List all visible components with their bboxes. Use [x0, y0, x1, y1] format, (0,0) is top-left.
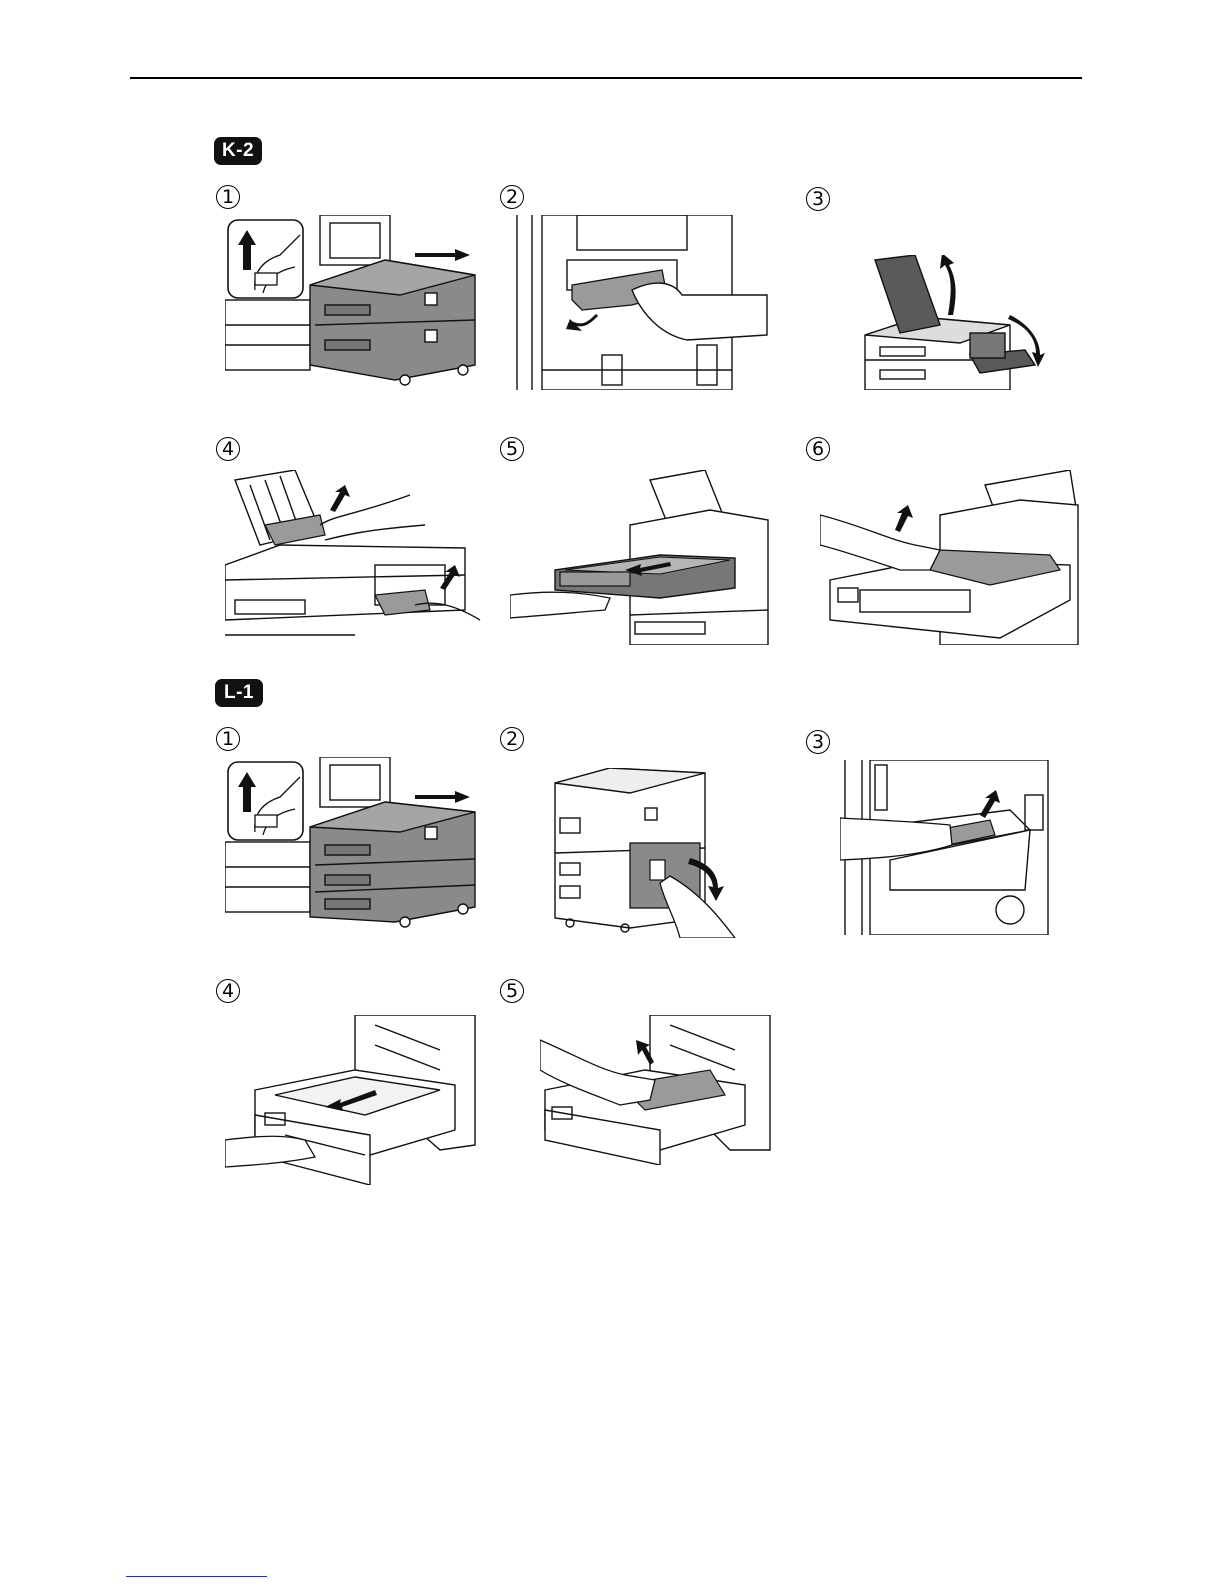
section-badge-k2: K-2 — [214, 137, 262, 165]
step-number-k2-5: 5 — [500, 437, 524, 461]
illustration-k2-step2 — [512, 215, 772, 390]
step-number-k2-6: 6 — [806, 437, 830, 461]
illustration-k2-step6 — [820, 470, 1080, 645]
step-number-l1-2: 2 — [500, 727, 524, 751]
step-number-l1-5: 5 — [500, 979, 524, 1003]
step-number-k2-2: 2 — [500, 185, 524, 209]
illustration-l1-step4 — [225, 1015, 485, 1185]
illustration-k2-step3 — [860, 255, 1060, 390]
illustration-l1-step3 — [840, 760, 1050, 935]
step-number-k2-1: 1 — [216, 185, 240, 209]
footer-link-line — [126, 1576, 267, 1577]
illustration-l1-step2 — [550, 768, 740, 938]
section-badge-l1: L-1 — [215, 679, 263, 707]
illustration-k2-step4 — [225, 470, 485, 645]
step-number-l1-1: 1 — [216, 727, 240, 751]
illustration-l1-step5 — [540, 1015, 775, 1165]
step-number-k2-3: 3 — [806, 187, 830, 211]
step-number-l1-4: 4 — [216, 979, 240, 1003]
illustration-l1-step1 — [225, 757, 480, 932]
step-number-l1-3: 3 — [806, 730, 830, 754]
header-rule — [130, 77, 1082, 79]
step-number-k2-4: 4 — [216, 437, 240, 461]
illustration-k2-step1 — [225, 215, 480, 390]
illustration-k2-step5 — [510, 470, 770, 645]
